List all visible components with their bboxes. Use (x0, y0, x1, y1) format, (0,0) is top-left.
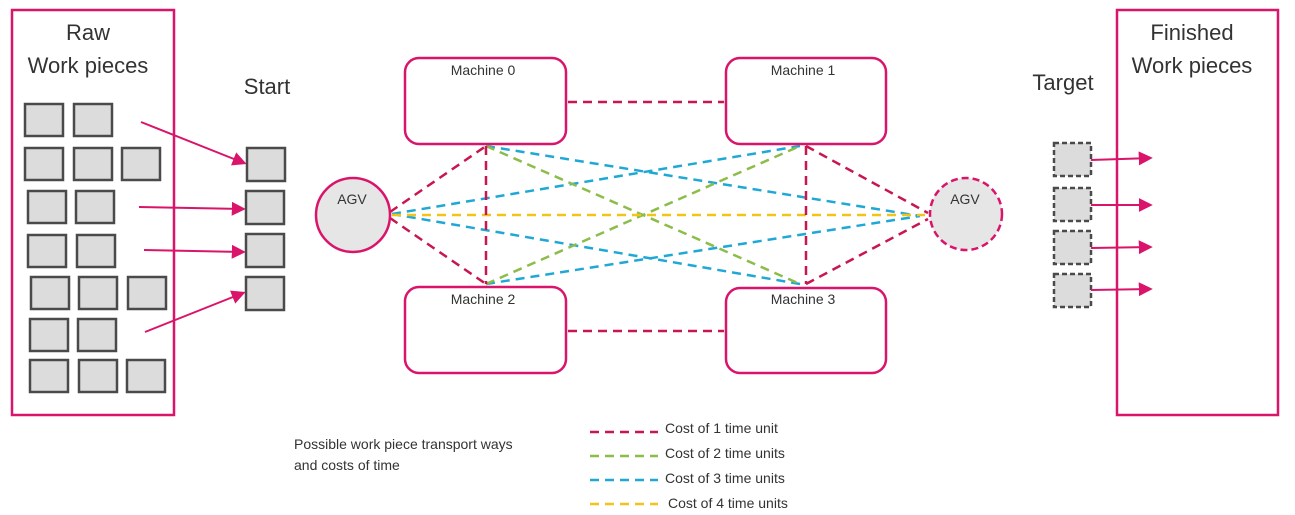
machine-3: Machine 3 (724, 286, 888, 375)
raw-work-piece (29, 275, 71, 311)
legend-item-cost-3: Cost of 3 time units (590, 470, 785, 486)
machine-0-box (403, 56, 568, 146)
machine-1-box (724, 56, 888, 146)
start-work-pieces (244, 146, 287, 312)
machine-0: Machine 0 (403, 56, 568, 146)
raw-work-piece (77, 275, 119, 311)
legend-label-cost-4: Cost of 4 time units (668, 495, 788, 511)
start-work-piece (244, 275, 286, 312)
machine-1: Machine 1 (724, 56, 888, 146)
feed-arrow (138, 201, 246, 216)
agv-target: AGV (928, 176, 1004, 252)
raw-work-piece (72, 146, 114, 182)
raw-work-piece (126, 275, 168, 311)
route-cost-1 (805, 217, 929, 286)
finished-panel-title-line1: Finished (1150, 20, 1233, 45)
start-work-piece (244, 189, 286, 226)
legend-label-cost-2: Cost of 2 time units (665, 445, 785, 461)
agv-start: AGV (314, 176, 392, 254)
legend-label-cost-1: Cost of 1 time unit (665, 420, 778, 436)
feed-arrow (140, 121, 247, 166)
raw-panel-title-line1: Raw (66, 20, 110, 45)
machine-3-label: Machine 3 (771, 291, 836, 307)
raw-work-piece (76, 317, 118, 353)
target-to-finished-arrows (1090, 151, 1153, 297)
output-arrow (1090, 151, 1153, 166)
finished-panel (1115, 8, 1280, 417)
legend: Cost of 1 time unit Cost of 2 time units… (590, 420, 788, 511)
machine-2-label: Machine 2 (451, 291, 516, 307)
start-work-piece (244, 232, 286, 269)
feed-arrow (143, 244, 246, 259)
machine-3-box (724, 286, 888, 375)
raw-work-piece (26, 233, 68, 269)
raw-work-piece (28, 317, 70, 353)
route-cost-1 (389, 144, 487, 214)
route-cost-3 (485, 214, 921, 286)
finished-panel-title-line2: Work pieces (1132, 53, 1253, 78)
route-cost-1 (805, 144, 929, 215)
machine-2-box (403, 285, 568, 375)
raw-work-piece (28, 358, 70, 394)
start-work-piece (245, 146, 287, 183)
raw-work-pieces (23, 102, 168, 394)
caption-line1: Possible work piece transport ways (294, 436, 513, 452)
route-cost-2 (485, 144, 801, 286)
raw-work-piece (74, 189, 116, 225)
raw-work-piece (72, 102, 114, 138)
output-arrow (1090, 240, 1153, 255)
raw-panel-title-line2: Work pieces (28, 53, 149, 78)
machine-1-label: Machine 1 (771, 62, 836, 78)
caption-line2: and costs of time (294, 457, 400, 473)
agv-start-circle (314, 176, 392, 254)
legend-label-cost-3: Cost of 3 time units (665, 470, 785, 486)
route-cost-1 (389, 216, 487, 286)
raw-to-start-arrows (138, 121, 247, 333)
target-label: Target (1032, 70, 1093, 95)
raw-work-piece (125, 358, 167, 394)
output-arrow (1090, 282, 1153, 297)
raw-work-piece (23, 146, 65, 182)
legend-item-cost-2: Cost of 2 time units (590, 445, 785, 461)
agv-start-label: AGV (337, 191, 367, 207)
raw-work-piece (120, 146, 162, 182)
legend-item-cost-4: Cost of 4 time units (590, 495, 788, 511)
raw-panel (10, 8, 176, 417)
target-work-piece (1052, 186, 1093, 223)
target-work-piece (1052, 272, 1093, 309)
target-work-piece (1052, 141, 1093, 178)
raw-work-piece (75, 233, 117, 269)
feed-arrow (144, 290, 246, 333)
agv-target-label: AGV (950, 191, 980, 207)
machine-2: Machine 2 (403, 285, 568, 375)
target-work-piece (1052, 229, 1093, 266)
route-cost-3 (485, 144, 921, 218)
start-label: Start (244, 74, 290, 99)
agv-target-circle (928, 176, 1004, 252)
route-cost-3 (391, 144, 801, 216)
legend-item-cost-1: Cost of 1 time unit (590, 420, 778, 436)
raw-work-piece (23, 102, 65, 138)
target-work-pieces (1052, 141, 1093, 309)
machine-0-label: Machine 0 (451, 62, 516, 78)
transport-routes (389, 100, 929, 333)
raw-work-piece (77, 358, 119, 394)
route-cost-3 (391, 212, 801, 286)
raw-work-piece (26, 189, 68, 225)
